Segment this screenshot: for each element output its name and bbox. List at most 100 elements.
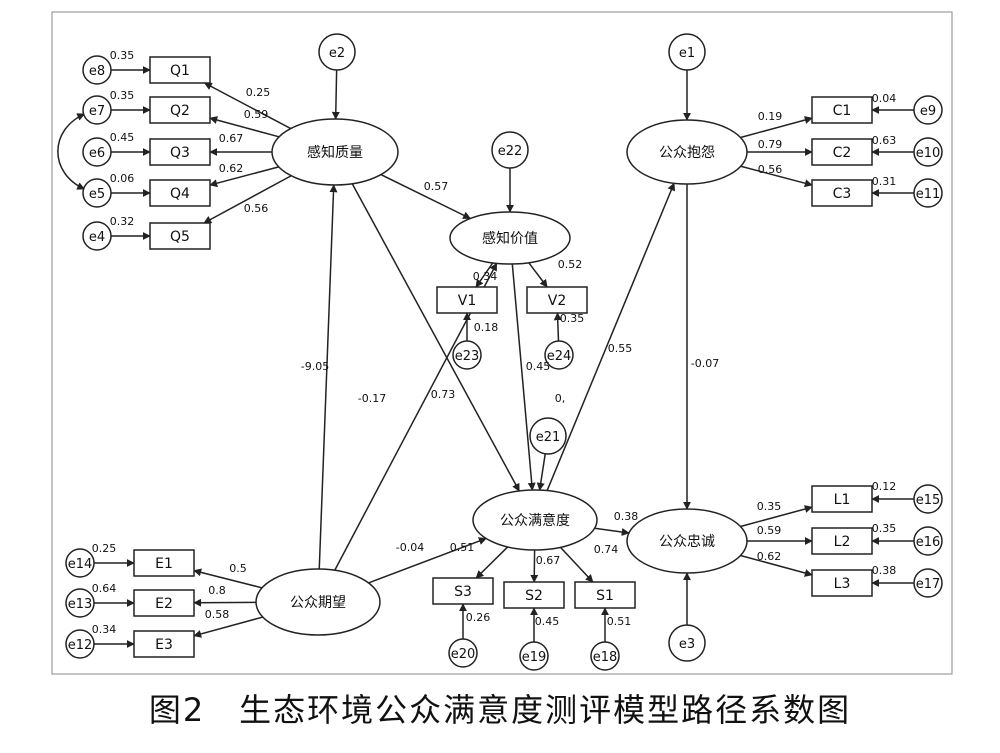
edge-label-loyalty-L3: 0.62 xyxy=(757,550,782,563)
node-label-e5: e5 xyxy=(89,187,105,202)
latent-ellipse-perc_quality xyxy=(271,118,399,186)
node-loyalty: 公众忠诚 xyxy=(626,508,748,574)
node-label-expectation: 公众期望 xyxy=(290,595,346,611)
edge-e2-perc_quality xyxy=(331,69,340,120)
edge-satisfaction-loyalty xyxy=(594,527,630,536)
edge-label-perc_value-satisfaction: 0.45 xyxy=(526,360,551,373)
error-circle-e23 xyxy=(452,340,482,370)
edge-perc_quality-satisfaction xyxy=(351,183,520,492)
node-label-L3: L3 xyxy=(834,576,851,592)
edge-label-e23-V1: 0.18 xyxy=(474,321,499,334)
indicator-box-S2 xyxy=(503,581,565,609)
node-e4: e4 xyxy=(82,221,112,251)
edge-e24-V2 xyxy=(553,312,562,342)
node-label-e21: e21 xyxy=(536,430,561,445)
edge-satisfaction-S3 xyxy=(475,546,509,579)
node-label-e2: e2 xyxy=(329,46,345,61)
edge-label-expectation-perc_quality: -9.05 xyxy=(301,360,329,373)
latent-ellipse-perc_value xyxy=(449,211,571,265)
edge-label-satisfaction-S2: 0.67 xyxy=(536,554,561,567)
error-circle-e4 xyxy=(82,221,112,251)
node-e12: e12 xyxy=(65,629,95,659)
node-label-E1: E1 xyxy=(155,556,173,572)
node-perc_value: 感知价值 xyxy=(449,211,571,265)
node-label-S2: S2 xyxy=(525,588,543,604)
node-label-e4: e4 xyxy=(89,230,105,245)
indicator-box-L3 xyxy=(811,569,873,597)
node-e1: e1 xyxy=(668,33,706,71)
error-circle-e10 xyxy=(913,137,943,167)
node-E1: E1 xyxy=(133,549,195,577)
node-complaint: 公众抱怨 xyxy=(626,119,748,185)
node-e2: e2 xyxy=(318,33,356,71)
indicator-box-L1 xyxy=(811,485,873,513)
node-satisfaction: 公众满意度 xyxy=(472,489,598,551)
edge-expectation-perc_quality xyxy=(318,184,338,570)
edge-label-satisfaction-complaint: 0.55 xyxy=(608,342,633,355)
node-e9: e9 xyxy=(913,95,943,125)
edge-label-e19-S2: 0.45 xyxy=(535,615,560,628)
node-L3: L3 xyxy=(811,569,873,597)
latent-ellipse-complaint xyxy=(626,119,748,185)
edge-complaint-C3 xyxy=(740,165,813,188)
edge-label-perc_quality-Q4: 0.62 xyxy=(219,162,244,175)
node-label-Q2: Q2 xyxy=(170,103,190,119)
node-expectation: 公众期望 xyxy=(255,568,381,636)
indicator-box-C2 xyxy=(811,138,873,166)
error-circle-e7 xyxy=(82,95,112,125)
edge-complaint-C1 xyxy=(740,116,813,139)
edge-perc_value-V2 xyxy=(528,262,548,288)
node-e13: e13 xyxy=(65,588,95,618)
edge-label-e17-L3: 0.38 xyxy=(872,564,897,577)
node-Q1: Q1 xyxy=(149,56,211,84)
error-circle-e24 xyxy=(544,340,574,370)
edge-label-e24-V2: 0.35 xyxy=(560,312,585,325)
error-circle-e19 xyxy=(519,641,549,671)
edge-label-e21-satisfaction: 0, xyxy=(555,392,566,405)
node-label-C2: C2 xyxy=(833,145,852,161)
node-e21: e21 xyxy=(529,417,567,455)
edge-label-complaint-C1: 0.19 xyxy=(758,110,783,123)
edge-satisfaction-S1 xyxy=(559,546,594,583)
edge-label-e20-S3: 0.26 xyxy=(466,611,491,624)
node-V1: V1 xyxy=(436,286,498,314)
error-circle-e16 xyxy=(913,526,943,556)
edge-label-e8-Q1: 0.35 xyxy=(110,49,135,62)
edge-perc_value-satisfaction xyxy=(511,263,536,491)
edge-label-satisfaction-S3: 0.51 xyxy=(450,541,475,554)
edge-label-satisfaction-loyalty: 0.38 xyxy=(614,510,639,523)
edge-label-e6-Q3: 0.45 xyxy=(110,131,135,144)
node-V2: V2 xyxy=(526,286,588,314)
node-label-S3: S3 xyxy=(454,584,472,600)
indicator-box-S1 xyxy=(574,581,636,609)
edge-perc_quality-Q5 xyxy=(203,175,292,224)
edge-label-loyalty-L2: 0.59 xyxy=(757,524,782,537)
edges-layer xyxy=(57,66,914,648)
node-label-e24: e24 xyxy=(547,349,572,364)
indicator-box-C1 xyxy=(811,96,873,124)
edge-label-perc_quality-Q5: 0.56 xyxy=(244,202,269,215)
edge-expectation-satisfaction xyxy=(368,537,487,584)
node-label-e16: e16 xyxy=(916,535,941,550)
node-label-E2: E2 xyxy=(155,596,173,612)
node-Q2: Q2 xyxy=(149,96,211,124)
diagram-frame xyxy=(51,11,953,675)
error-circle-e22 xyxy=(491,131,529,169)
node-label-C1: C1 xyxy=(833,103,852,119)
node-E2: E2 xyxy=(133,589,195,617)
edge-perc_quality-Q4 xyxy=(209,166,279,188)
node-label-e8: e8 xyxy=(89,64,105,79)
figure-caption: 图2 生态环境公众满意度测评模型路径系数图 xyxy=(148,691,852,729)
indicator-box-Q1 xyxy=(149,56,211,84)
node-L2: L2 xyxy=(811,527,873,555)
edge-label-e18-S1: 0.51 xyxy=(607,615,632,628)
node-Q4: Q4 xyxy=(149,179,211,207)
indicator-box-E3 xyxy=(133,630,195,658)
node-label-e18: e18 xyxy=(593,650,618,665)
indicator-box-C3 xyxy=(811,179,873,207)
node-label-L2: L2 xyxy=(834,534,851,550)
edge-perc_quality-Q2 xyxy=(209,116,280,138)
node-label-e14: e14 xyxy=(68,557,93,572)
node-e23: e23 xyxy=(452,340,482,370)
